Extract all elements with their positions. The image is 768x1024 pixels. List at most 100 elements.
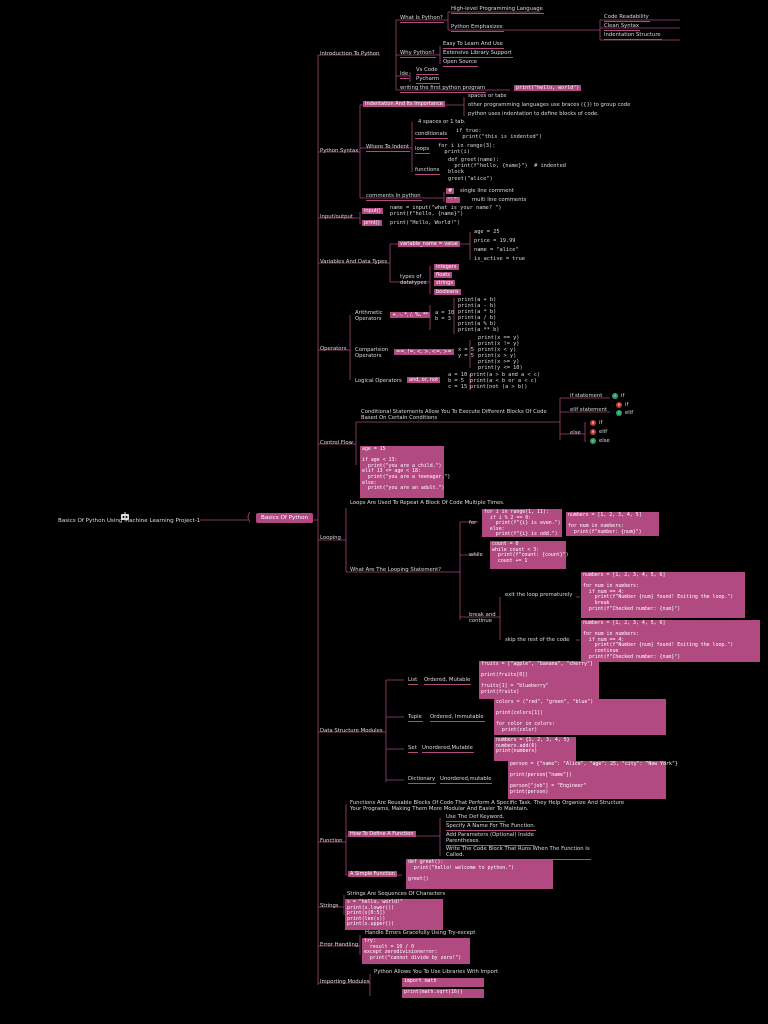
code-hello-world[interactable]: print("hello, world") [514,85,582,91]
topic-introduction[interactable]: Introduction To Python [320,51,380,57]
node-simple-function[interactable]: A Simple Function [348,871,397,877]
arith-code-6[interactable]: print(a ** b) [458,327,500,333]
node-logical[interactable]: Logical Operators [355,378,402,384]
node-for[interactable]: for [469,520,477,526]
node-skip-code[interactable]: skip the rest of the code [505,637,570,643]
logic-code-3[interactable]: print(not (a > b)) [470,384,528,390]
node-where-top[interactable]: 4 spaces or 1 tab. [418,119,466,125]
node-dict[interactable]: Dictionary [408,776,437,785]
code-error[interactable]: try: result = 10 / 0 except zerodivision… [362,938,470,964]
node-why-python[interactable]: Why Python? [400,50,436,59]
node-what-is-python[interactable]: What Is Python? [400,15,444,24]
topic-control-flow[interactable]: Control Flow [320,440,353,446]
topic-variables[interactable]: Variables And Data Types [320,259,388,265]
tag-input[interactable]: input() [362,208,383,214]
logic-code-1[interactable]: print(a > b and a < c) [470,372,541,378]
arith-vals[interactable]: a = 10 b = 3 [435,310,455,323]
node-set-desc[interactable]: Unordered,Mutable [422,745,474,754]
node-elif-if[interactable]: if [625,402,629,408]
var-1[interactable]: age = 25 [474,229,500,235]
node-tuple-desc[interactable]: Ordered, Immutable [430,714,485,723]
code-input[interactable]: name = input("what is your name? ") prin… [390,205,502,218]
looping-desc[interactable]: Loops Are Used To Repeat A Block Of Code… [350,500,505,506]
code-for-1[interactable]: for i in range(1, 11): if i % 2 == 0: pr… [482,509,562,538]
arith-code-5[interactable]: print(a % b) [458,321,497,327]
topic-syntax[interactable]: Python Syntax [320,148,359,154]
node-elif-statement[interactable]: elif statement [570,407,608,413]
comp-code-2[interactable]: print(x != y) [478,341,520,347]
node-imp-3[interactable]: python uses indentation to define blocks… [468,111,599,117]
code-dict[interactable]: person = {"name": "Alice", "age": 25, "c… [508,761,678,799]
node-first-program[interactable]: writing the first python program [400,85,487,94]
comp-vals[interactable]: x = 5 y = 5 [458,347,474,360]
node-ide-1[interactable]: Vs Code [416,67,439,76]
node-loops[interactable]: loops [415,146,431,155]
arith-code-2[interactable]: print(a - b) [458,303,497,309]
topic-function[interactable]: Function [320,838,343,844]
code-function[interactable]: def greet(): print("hello! welcome to py… [406,859,553,889]
node-emph-3[interactable]: Indentation Structure [604,32,662,41]
node-comparison[interactable]: Comparision Operators [355,347,389,360]
logic-vals[interactable]: a = 10 b = 5 c = 15 [448,372,468,391]
topic-looping[interactable]: Looping [320,535,341,541]
node-why-1[interactable]: Easy To Learn And Use [443,41,504,50]
node-ide-2[interactable]: Pycharm [416,76,441,85]
code-print[interactable]: print("Hello, World!") [390,220,461,226]
node-imp-1[interactable]: spaces or tabs [468,93,507,99]
tag-print[interactable]: print() [362,220,382,226]
func-step-1[interactable]: Use The Def Keyword. [446,814,506,823]
var-3[interactable]: name = "alice" [474,247,519,253]
comp-code-1[interactable]: print(x == y) [478,335,520,341]
node-high-level[interactable]: High-level Programming Language [451,6,544,15]
code-functions[interactable]: def greet(name): print(f"hello, {name}")… [448,157,566,182]
code-import-2[interactable]: print(math.sqrt(16)) [402,989,484,998]
comp-code-3[interactable]: print(x < y) [478,347,517,353]
code-import-1[interactable]: import math [402,978,484,987]
node-why-3[interactable]: Open Source [443,59,479,68]
topic-error-handling[interactable]: Error Handling [320,942,359,948]
node-else-else[interactable]: else [599,438,610,444]
code-for-2[interactable]: numbers = [1, 2, 3, 4, 5] for num in num… [566,512,659,536]
topic-importing[interactable]: Importing Modules [320,979,370,985]
node-imp-2[interactable]: other programming languages use braces (… [468,102,631,108]
topic-input-output[interactable]: Input/output [320,214,353,220]
node-else-statement[interactable]: else [570,430,581,436]
code-strings[interactable]: s = "hello, world!" print(s.lower()) pri… [345,899,443,930]
type-3[interactable]: strings [434,280,455,286]
tag-arith[interactable]: +, -, *, /, %, ** [390,312,430,318]
node-list[interactable]: List [408,677,419,686]
node-else-elif[interactable]: elif [599,429,608,435]
node-looping-what[interactable]: What Are The Looping Statement? [350,567,442,573]
node-if-word[interactable]: if [621,393,625,399]
topic-data-structures[interactable]: Data Structure Modules [320,728,383,734]
node-arithmetic[interactable]: Arithmetic Operators [355,310,383,323]
code-while[interactable]: count = 0 while count < 3: print(f"count… [490,541,569,569]
node-tuple[interactable]: Tuple [408,714,423,723]
tag-multi-comment[interactable]: ''' ''' [446,197,460,203]
node-multi-comment[interactable]: multi line comments [472,197,527,203]
node-set[interactable]: Set [408,745,418,754]
code-continue[interactable]: numbers = [1, 2, 3, 4, 5, 6] for num in … [581,620,760,662]
code-control-flow[interactable]: age = 15 if age < 13: print("you are a c… [360,446,450,498]
strings-desc[interactable]: Strings Are Sequences Of Characters [347,891,446,897]
node-conditionals[interactable]: conditionals [415,131,448,140]
code-break[interactable]: numbers = [1, 2, 3, 4, 5, 6] for num in … [581,572,745,618]
node-else-if[interactable]: if [599,420,603,426]
node-ide[interactable]: Ide [400,71,410,80]
import-desc[interactable]: Python Allows You To Use Libraries With … [374,969,499,975]
node-list-desc[interactable]: Ordered, Mutable [424,677,472,686]
topic-strings[interactable]: Strings [320,903,339,909]
node-types[interactable]: types of datatypes [400,274,427,287]
node-dict-desc[interactable]: Unordered,mutable [440,776,493,785]
comp-code-4[interactable]: print(x > y) [478,353,517,359]
code-tuple[interactable]: colors = ("red", "green", "blue") print(… [494,699,666,735]
node-emphasizes[interactable]: Python Emphasizes [451,24,504,33]
node-emph-1[interactable]: Code Readability [604,14,650,23]
tag-logic[interactable]: and, or, not [407,377,441,383]
code-loops[interactable]: for i in range(3): print(i) [438,143,496,156]
topic-operators[interactable]: Operators [320,346,347,352]
arith-code-1[interactable]: print(a + b) [458,297,497,303]
node-indentation-importance[interactable]: Indentation And Its Importance [363,101,445,107]
node-emph-2[interactable]: Clean Syntax [604,23,641,32]
node-where-to-indent[interactable]: Where To Indent [366,144,411,153]
